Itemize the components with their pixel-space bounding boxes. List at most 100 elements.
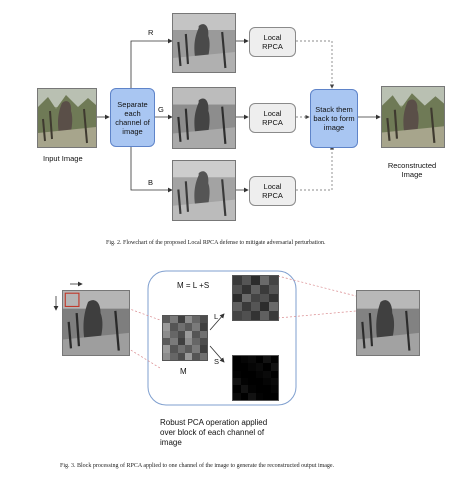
patch-pixel: [233, 370, 241, 378]
patch-pixel: [233, 356, 241, 364]
patch-pixel: [163, 338, 171, 346]
patch-pixel: [199, 352, 207, 360]
patch-pixel: [270, 385, 278, 393]
patch-pixel: [251, 302, 260, 312]
patch-pixel: [199, 330, 207, 338]
patch-pixel: [185, 316, 193, 324]
patch-pixel: [233, 378, 241, 386]
patch-pixel: [270, 378, 278, 386]
patch-pixel: [269, 284, 278, 294]
fig2-arrows: [96, 38, 381, 193]
reconstructed-image-label: Reconstructed Image: [387, 161, 437, 179]
patch-pixel: [163, 316, 171, 324]
patch-pixel: [251, 311, 260, 320]
patch-pixel: [263, 378, 271, 386]
patch-pixel: [260, 311, 269, 320]
patch-pixel: [177, 323, 185, 331]
patch-pixel: [233, 276, 242, 285]
local-rpca-box-b: Local RPCA: [249, 176, 296, 206]
patch-pixel: [233, 311, 242, 320]
channel-image-b: [172, 160, 236, 221]
local-rpca-box-r: Local RPCA: [249, 27, 296, 57]
patch-pixel: [251, 276, 260, 285]
patch-pixel: [192, 352, 200, 360]
reconstructed-image: [381, 86, 445, 148]
patch-pixel: [269, 311, 278, 320]
patch-pixel: [192, 316, 200, 324]
patch-pixel: [260, 302, 269, 312]
patch-pixel: [177, 345, 185, 353]
m-label: M: [180, 367, 187, 376]
patch-pixel: [240, 363, 248, 371]
patch-pixel: [233, 392, 241, 400]
patch-pixel: [177, 338, 185, 346]
patch-pixel: [199, 316, 207, 324]
local-rpca-label-b: Local RPCA: [262, 182, 283, 200]
patch-pixel: [255, 356, 263, 364]
patch-pixel: [269, 302, 278, 312]
patch-pixel: [270, 370, 278, 378]
patch-pixel: [192, 323, 200, 331]
patch-pixel: [170, 345, 178, 353]
m-block-patch: [162, 315, 208, 361]
patch-pixel: [163, 352, 171, 360]
patch-pixel: [260, 276, 269, 285]
patch-pixel: [233, 284, 242, 294]
patch-pixel: [270, 356, 278, 364]
l-lowrank-patch: [232, 275, 279, 321]
patch-pixel: [177, 316, 185, 324]
patch-pixel: [170, 316, 178, 324]
fig3-caption: Fig. 3. Block processing of RPCA applied…: [60, 463, 335, 469]
fig3-output-image: [356, 290, 420, 356]
patch-pixel: [163, 345, 171, 353]
patch-pixel: [233, 385, 241, 393]
patch-pixel: [240, 370, 248, 378]
patch-pixel: [242, 276, 251, 285]
patch-pixel: [248, 356, 256, 364]
patch-pixel: [185, 352, 193, 360]
channel-label-b: B: [148, 178, 154, 187]
patch-pixel: [269, 276, 278, 285]
channel-image-g: [172, 87, 236, 149]
patch-pixel: [248, 385, 256, 393]
patch-pixel: [192, 345, 200, 353]
patch-pixel: [240, 356, 248, 364]
patch-pixel: [251, 293, 260, 303]
patch-pixel: [242, 293, 251, 303]
patch-pixel: [251, 284, 260, 294]
patch-pixel: [248, 370, 256, 378]
patch-pixel: [185, 345, 193, 353]
local-rpca-label-g: Local RPCA: [262, 109, 283, 127]
patch-pixel: [233, 293, 242, 303]
patch-pixel: [170, 352, 178, 360]
channel-label-r: R: [148, 28, 154, 37]
patch-pixel: [170, 330, 178, 338]
patch-pixel: [199, 323, 207, 331]
patch-pixel: [163, 330, 171, 338]
patch-pixel: [170, 338, 178, 346]
patch-pixel: [263, 356, 271, 364]
patch-pixel: [185, 323, 193, 331]
patch-pixel: [240, 392, 248, 400]
patch-pixel: [263, 392, 271, 400]
s-sparse-patch: [232, 355, 279, 401]
patch-pixel: [192, 330, 200, 338]
patch-pixel: [177, 330, 185, 338]
l-label: L: [214, 312, 219, 321]
patch-pixel: [263, 370, 271, 378]
patch-pixel: [270, 392, 278, 400]
patch-pixel: [240, 385, 248, 393]
s-label: S: [214, 357, 220, 366]
patch-pixel: [163, 323, 171, 331]
patch-pixel: [260, 293, 269, 303]
stack-channels-label: Stack them back to form image: [313, 105, 355, 132]
separate-channels-label: Separate each channel of image: [115, 99, 150, 136]
patch-pixel: [255, 378, 263, 386]
local-rpca-label-r: Local RPCA: [262, 33, 283, 51]
patch-pixel: [233, 363, 241, 371]
patch-pixel: [263, 385, 271, 393]
patch-pixel: [263, 363, 271, 371]
input-image-label: Input Image: [43, 154, 83, 163]
patch-pixel: [170, 323, 178, 331]
